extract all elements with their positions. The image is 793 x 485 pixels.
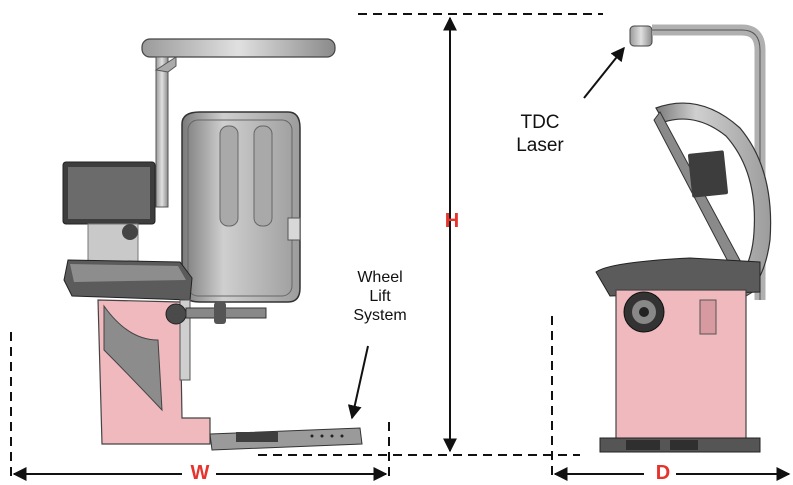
depth-dimension-label: D [655,462,671,484]
tdc-pointer-arrow [583,46,625,99]
tdc-laser-label: TDC Laser [500,112,580,158]
wheel-label-line2: Lift [369,288,391,306]
front-wheel-lift-platform [209,427,363,451]
dimension-lines [10,13,791,481]
wheel-lift-pointer-arrow [347,345,369,420]
wheel-lift-system-label: Wheel Lift System [335,268,425,326]
height-dimension-label: H [444,210,460,232]
wheel-label-line3: System [353,307,407,325]
width-dimension-label: W [190,462,210,484]
side-view-machine [595,24,772,453]
wheel-label-line1: Wheel [357,269,403,286]
tdc-laser-head [629,25,653,47]
front-wheel-hood [181,111,301,303]
front-view-machine [62,38,363,451]
front-light-bar [141,38,336,58]
side-tray [595,257,761,297]
tdc-label-line1: TDC [520,112,560,133]
side-monitor [687,150,729,198]
front-light-post [155,56,169,208]
tdc-label-line2: Laser [516,134,564,156]
